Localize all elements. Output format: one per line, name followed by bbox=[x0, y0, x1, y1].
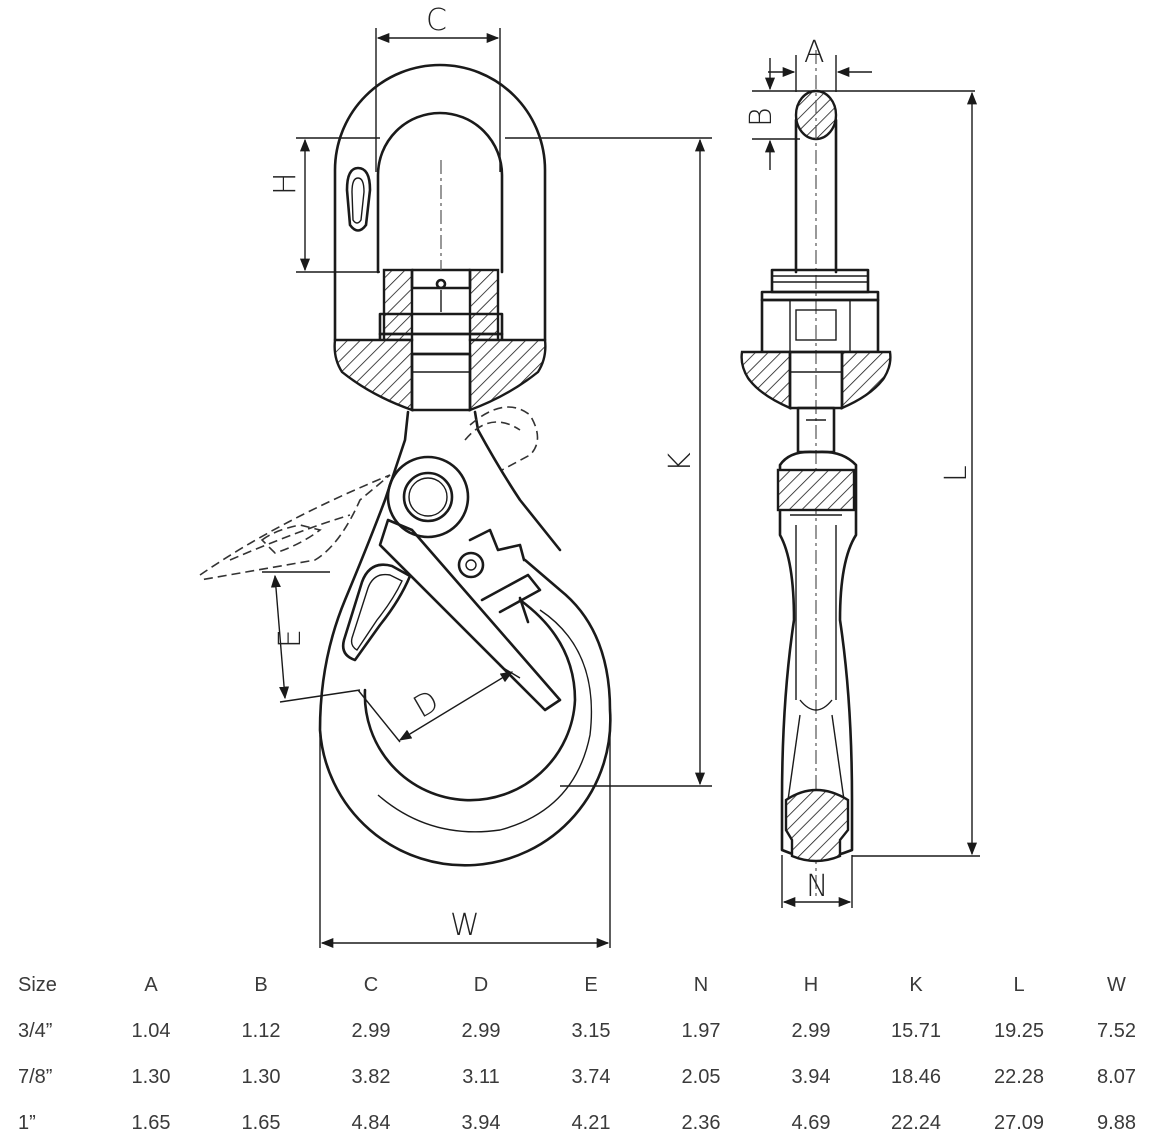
table-cell: 2.05 bbox=[681, 1065, 721, 1088]
table-cell: 3.74 bbox=[571, 1065, 611, 1088]
front-view bbox=[199, 63, 612, 867]
swivel-hook-technical-drawing: C H K E D W bbox=[199, 3, 980, 949]
table-cell: 3.11 bbox=[462, 1065, 500, 1088]
table-row: 1” 1.65 1.65 4.84 3.94 4.21 2.36 4.69 22… bbox=[0, 1100, 1161, 1146]
table-cell: 1.65 bbox=[131, 1111, 171, 1134]
side-flange-left bbox=[740, 350, 792, 410]
dimensions-table: Size A B C D E N H K L W 3/4” 1.04 1.12 … bbox=[0, 962, 1161, 1146]
table-cell: 22.28 bbox=[993, 1065, 1045, 1088]
table-cell: 1.12 bbox=[241, 1019, 281, 1042]
label-L: L bbox=[939, 465, 974, 482]
label-H: H bbox=[268, 172, 303, 195]
swivel-eye-outer bbox=[333, 63, 547, 342]
front-dimensions: C H K E D W bbox=[262, 3, 712, 949]
column-header-h: H bbox=[803, 973, 819, 996]
table-cell: 1.97 bbox=[681, 1019, 721, 1042]
table-cell: 18.46 bbox=[890, 1065, 942, 1088]
table-cell: 8.07 bbox=[1097, 1065, 1136, 1088]
table-header-row: Size A B C D E N H K L W bbox=[0, 962, 1161, 1008]
table-cell: 2.36 bbox=[681, 1111, 721, 1134]
column-header-b: B bbox=[254, 973, 268, 996]
eye-slot bbox=[345, 166, 372, 232]
swivel-base-left bbox=[333, 338, 414, 412]
column-header-a: A bbox=[144, 973, 158, 996]
column-header-e: E bbox=[584, 973, 598, 996]
table-cell: 3.15 bbox=[571, 1019, 611, 1042]
table-cell: 19.25 bbox=[993, 1019, 1045, 1042]
label-C: C bbox=[426, 3, 447, 38]
table-cell: 3/4” bbox=[18, 1019, 53, 1042]
table-cell: 3.82 bbox=[351, 1065, 391, 1088]
side-view bbox=[740, 50, 892, 900]
table-cell: 1.30 bbox=[131, 1065, 171, 1088]
column-header-c: C bbox=[363, 973, 379, 996]
column-header-k: K bbox=[909, 973, 923, 996]
table-cell: 2.99 bbox=[791, 1019, 831, 1042]
table-cell: 1.04 bbox=[131, 1019, 171, 1042]
table-cell: 4.84 bbox=[351, 1111, 391, 1134]
table-cell: 15.71 bbox=[890, 1019, 942, 1042]
column-header-n: N bbox=[693, 973, 709, 996]
side-flange-right bbox=[840, 350, 892, 410]
table-cell: 1.30 bbox=[241, 1065, 281, 1088]
swivel-nut-left bbox=[382, 268, 414, 342]
table-cell: 2.99 bbox=[351, 1019, 391, 1042]
table-cell: 4.21 bbox=[571, 1111, 611, 1134]
label-W: W bbox=[450, 908, 480, 943]
table-cell: 4.69 bbox=[791, 1111, 831, 1134]
side-dimensions: A B L N bbox=[744, 35, 980, 908]
table-cell: 3.94 bbox=[791, 1065, 831, 1088]
label-K: K bbox=[663, 452, 698, 472]
latch-open-position bbox=[199, 474, 391, 581]
table-cell: 7.52 bbox=[1097, 1019, 1136, 1042]
trigger-pin bbox=[457, 551, 485, 579]
table-row: 3/4” 1.04 1.12 2.99 2.99 3.15 1.97 2.99 … bbox=[0, 1008, 1161, 1054]
table-cell: 9.88 bbox=[1097, 1111, 1136, 1134]
table-cell: 3.94 bbox=[461, 1111, 501, 1134]
table-cell: 27.09 bbox=[993, 1111, 1045, 1134]
label-E: E bbox=[273, 629, 308, 648]
swivel-nut-right bbox=[468, 268, 500, 342]
swivel-eye-inner bbox=[376, 111, 504, 274]
table-cell: 1” bbox=[18, 1111, 36, 1134]
locking-latch bbox=[378, 518, 562, 712]
table-cell: 1.65 bbox=[241, 1111, 281, 1134]
threaded-collar bbox=[770, 268, 870, 294]
hook-throat bbox=[363, 598, 577, 802]
table-cell: 2.99 bbox=[461, 1019, 501, 1042]
label-D: D bbox=[408, 684, 446, 726]
table-row: 7/8” 1.30 1.30 3.82 3.11 3.74 2.05 3.94 … bbox=[0, 1054, 1161, 1100]
hook-side-body bbox=[778, 450, 858, 859]
column-header-w: W bbox=[1107, 973, 1126, 996]
label-N: N bbox=[806, 869, 828, 904]
column-header-d: D bbox=[473, 973, 489, 996]
column-header-size: Size bbox=[18, 973, 57, 996]
table-cell: 7/8” bbox=[18, 1065, 53, 1088]
label-B: B bbox=[744, 107, 779, 127]
pivot-pin bbox=[386, 455, 470, 539]
label-A: A bbox=[804, 35, 825, 70]
column-header-l: L bbox=[1013, 973, 1025, 996]
side-pivot-section bbox=[776, 468, 856, 512]
hook-tip-section bbox=[784, 788, 850, 863]
swivel-base-right bbox=[468, 338, 547, 412]
table-cell: 22.24 bbox=[890, 1111, 942, 1134]
